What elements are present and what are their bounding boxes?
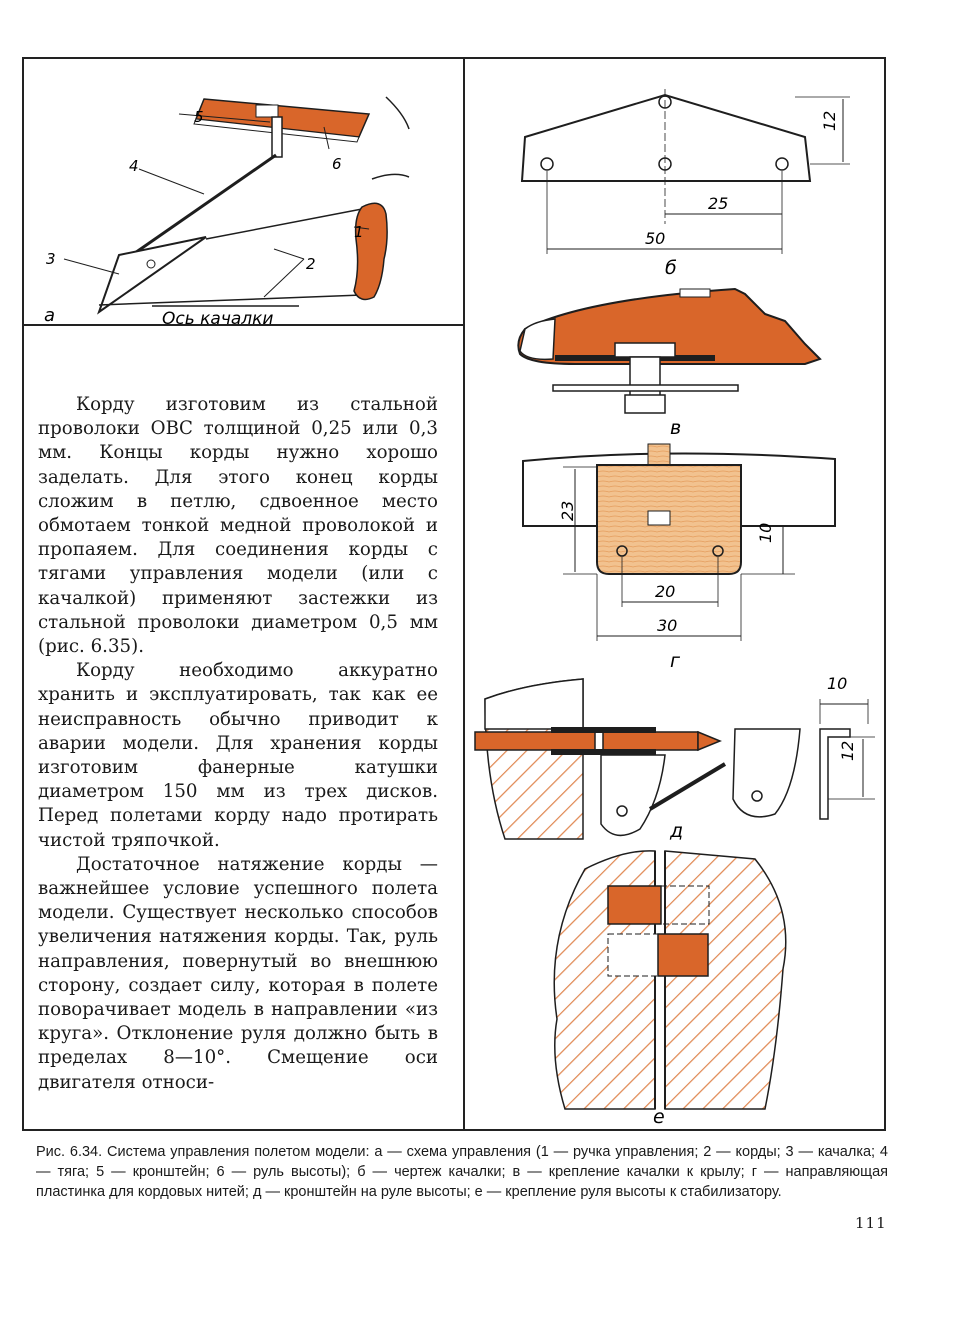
bellcrank (97, 236, 207, 315)
dim-g-30: 30 (657, 616, 677, 635)
paragraph-1: Корду изготовим из стальной проволоки ОВ… (38, 394, 438, 658)
dim-b-12: 12 (820, 111, 839, 131)
callout-3: 3 (46, 250, 56, 268)
panel-d-elevator-bracket: 10 12 д (474, 674, 875, 842)
control-handle (353, 202, 388, 301)
control-line-upper (205, 208, 363, 240)
figure-divider-vertical (463, 57, 465, 1131)
dim-d-10: 10 (827, 674, 847, 693)
callout-1: 1 (354, 223, 364, 241)
bracket (271, 116, 283, 158)
paragraph-2: Корду необходимо аккуратно хранить и экс… (38, 660, 438, 851)
figure-frame (22, 57, 886, 1131)
push-rod (131, 153, 277, 257)
panel-v-letter: в (670, 417, 681, 439)
paragraph-3: Достаточное натяжение корды — важнейшее … (38, 853, 438, 1093)
panel-g-letter: г (670, 650, 681, 672)
dim-g-23: 23 (558, 501, 577, 521)
panel-d-letter: д (669, 820, 683, 842)
page-number: 111 (855, 1214, 887, 1232)
panel-b-letter: б (665, 257, 677, 279)
axis-label: Ось качалки (162, 309, 273, 324)
dim-b-25: 25 (708, 194, 728, 213)
callout-2: 2 (306, 255, 316, 273)
body-text: Корду изготовим из стальной проволоки ОВ… (38, 393, 438, 1095)
dim-b-50: 50 (645, 229, 665, 248)
panel-e-letter: е (653, 1106, 665, 1128)
figure-divider-horizontal (22, 324, 465, 326)
figure-caption: Рис. 6.34. Система управления полетом мо… (36, 1144, 888, 1200)
dim-g-10: 10 (756, 523, 775, 543)
dim-g-20: 20 (655, 582, 675, 601)
dim-d-12: 12 (838, 741, 857, 761)
panel-v-wing-mount: в (517, 287, 822, 439)
panel-g-guide-plate: 23 10 20 30 г (522, 443, 836, 672)
panel-right-drawings: 12 25 50 б в 23 (474, 89, 875, 1128)
callout-6: 6 (332, 155, 342, 173)
control-line-lower (98, 294, 363, 306)
panel-e-stabilizer-attachment: е (553, 850, 787, 1128)
panel-b-bellcrank-drawing: 12 25 50 б (520, 89, 850, 279)
panel-a-letter: а (44, 305, 55, 324)
panel-a-control-scheme: 5 4 6 3 2 1 а Ось качалки (44, 96, 410, 324)
callout-5: 5 (194, 108, 204, 126)
callout-4: 4 (129, 157, 139, 175)
